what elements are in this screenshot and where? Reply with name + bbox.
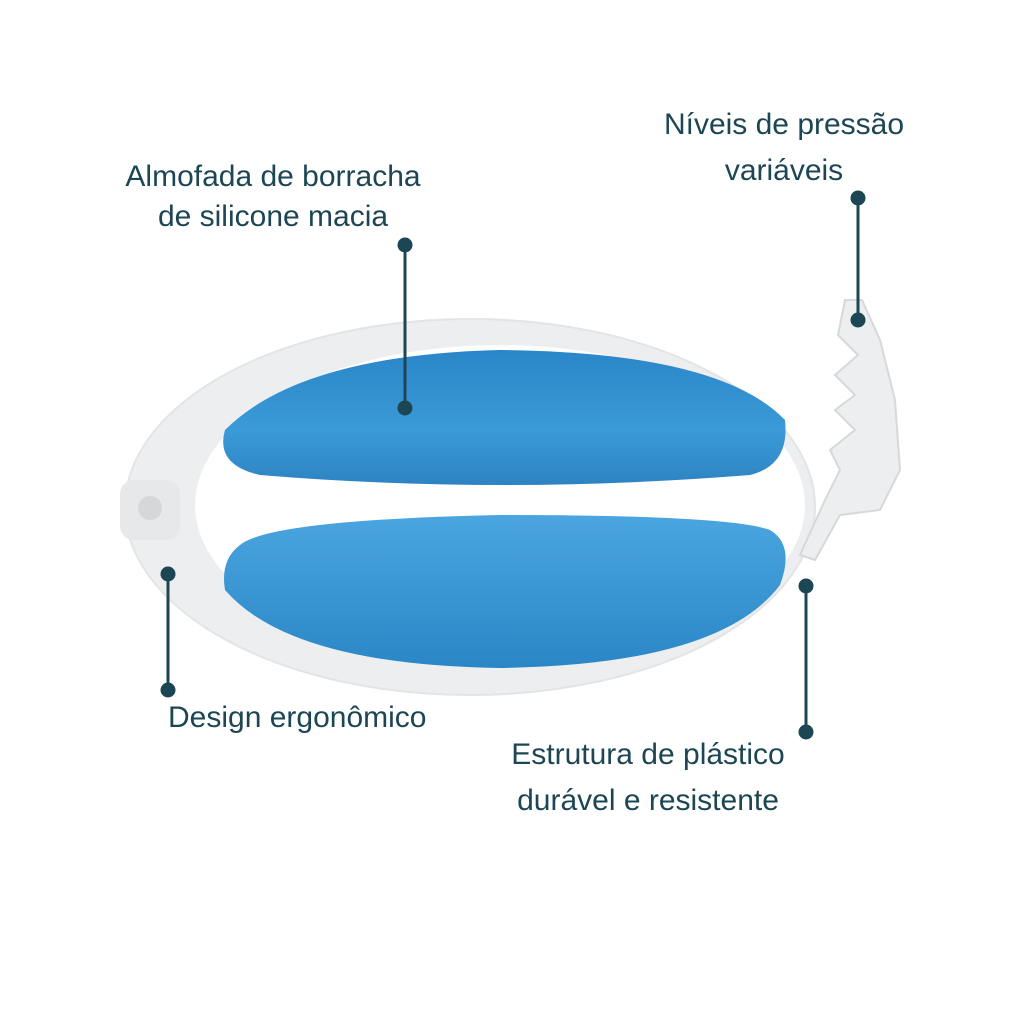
pressure-label-line2: variáveis xyxy=(724,154,844,187)
pressure-ratchet xyxy=(798,299,902,562)
ergonomic-label-line1: Design ergonômico xyxy=(168,701,427,734)
pressure-label: Níveis de pressão variáveis xyxy=(634,102,934,194)
pad-label-line1: Almofada de borracha xyxy=(125,160,421,193)
ergonomic-label: Design ergonômico xyxy=(168,695,426,741)
structure-label-line2: durável e resistente xyxy=(517,784,779,817)
structure-label-line1: Estrutura de plástico xyxy=(511,738,785,771)
callout-lines xyxy=(160,190,866,740)
pressure-label-line1: Níveis de pressão xyxy=(663,108,905,141)
pad-label: Almofada de borracha de silicone macia xyxy=(73,154,473,240)
pad-label-line2: de silicone macia xyxy=(157,200,389,233)
bottom-silicone-pad xyxy=(224,515,786,668)
top-silicone-pad xyxy=(223,350,786,485)
structure-label: Estrutura de plástico durável e resisten… xyxy=(448,732,848,824)
